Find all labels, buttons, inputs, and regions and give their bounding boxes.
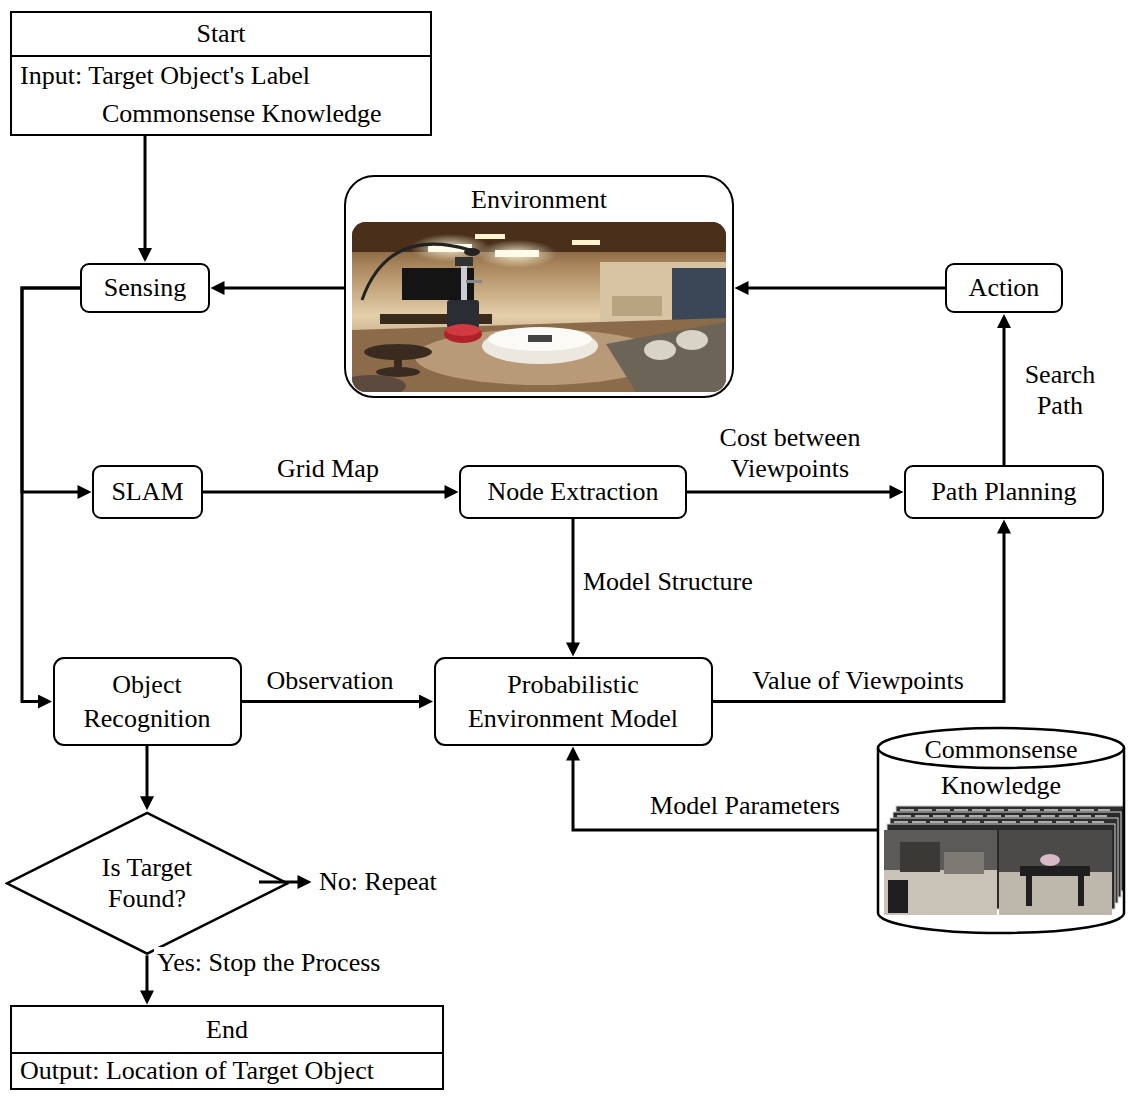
edge-label: Model Parameters xyxy=(647,790,843,821)
box-text: Output: Location of Target Object xyxy=(12,1054,442,1088)
edge-label: Cost between Viewpoints xyxy=(687,422,893,484)
connector-arrow xyxy=(144,136,147,259)
room-illustration xyxy=(475,234,505,239)
room-illustration xyxy=(600,262,726,328)
dataset-images xyxy=(1020,866,1090,876)
process-box: Node Extraction xyxy=(459,465,687,519)
edge-label: Value of Viewpoints xyxy=(749,665,967,696)
connector-arrow xyxy=(203,491,455,494)
room-illustration xyxy=(495,250,539,257)
box-text: Action xyxy=(969,271,1040,305)
dataset-images xyxy=(888,880,908,913)
dataset-images xyxy=(1040,854,1060,866)
dataset-images xyxy=(999,872,1112,915)
room-illustration xyxy=(606,322,726,392)
box-text: Environment xyxy=(471,183,607,217)
process-box: Probabilistic Environment Model xyxy=(434,657,713,746)
box-text: Path Planning xyxy=(931,475,1076,509)
room-illustration xyxy=(676,330,708,350)
box-text: SLAM xyxy=(111,475,183,509)
room-illustration xyxy=(376,367,420,377)
room-illustration xyxy=(447,300,479,328)
dataset-images xyxy=(944,852,984,874)
dataset-images xyxy=(884,870,997,915)
connector-arrow xyxy=(713,523,1005,702)
connector-arrow xyxy=(687,491,900,494)
connector-arrow xyxy=(214,286,344,289)
connector-arrow xyxy=(242,700,430,703)
dataset-images xyxy=(999,830,1112,915)
box-text: Input: Target Object's Label Commonsense… xyxy=(12,57,430,134)
process-box: Object Recognition xyxy=(53,657,242,746)
connector-arrow xyxy=(145,955,148,1001)
box-heading: End xyxy=(12,1007,442,1054)
box-text: Node Extraction xyxy=(487,475,658,509)
edge-label: Model Structure xyxy=(580,566,756,597)
dataset-images xyxy=(1026,876,1032,906)
connector-arrow xyxy=(146,746,149,807)
room-illustration xyxy=(362,244,470,300)
process-box: Sensing xyxy=(80,263,210,314)
room-illustration xyxy=(352,318,726,392)
connector-arrow xyxy=(22,288,88,492)
edge-label: Search Path xyxy=(1011,359,1109,421)
dataset-images xyxy=(894,821,1104,823)
box-text: Sensing xyxy=(104,271,186,305)
branch-label: No: Repeat xyxy=(316,866,440,897)
connector-arrow xyxy=(572,519,575,653)
room-illustration xyxy=(455,257,473,266)
box-heading: Start xyxy=(12,13,430,57)
room-illustration xyxy=(488,327,592,351)
terminal-box: EndOutput: Location of Target Object xyxy=(10,1005,444,1090)
process-box: Path Planning xyxy=(904,465,1104,519)
connector-arrow xyxy=(738,286,945,289)
room-illustration xyxy=(612,296,662,316)
room-illustration xyxy=(672,268,726,320)
terminal-box: StartInput: Target Object's Label Common… xyxy=(10,11,432,136)
decision-diamond: Is Target Found? xyxy=(5,811,289,956)
room-illustration xyxy=(477,240,557,268)
room-illustration xyxy=(528,335,552,342)
edge-label: Observation xyxy=(263,665,396,696)
database-cylinder: Commonsense Knowledge xyxy=(876,726,1126,935)
room-illustration xyxy=(466,280,482,283)
room-illustration xyxy=(446,324,480,336)
dataset-images xyxy=(884,806,1124,915)
connector-arrow xyxy=(22,288,80,702)
box-text: Commonsense Knowledge xyxy=(906,732,1096,804)
room-illustration xyxy=(464,248,480,256)
process-box: Action xyxy=(945,263,1063,314)
room-illustration xyxy=(644,340,676,360)
dataset-images xyxy=(900,809,1110,811)
room-illustration xyxy=(352,375,406,392)
connector-arrow xyxy=(1003,317,1006,465)
edge-label: Yes: Stop the Process xyxy=(154,947,383,978)
dataset-images xyxy=(900,842,940,872)
diamond-outline xyxy=(7,813,287,954)
room-illustration xyxy=(352,222,726,392)
dataset-images xyxy=(1078,876,1084,906)
box-text: Probabilistic Environment Model xyxy=(448,668,698,736)
room-illustration xyxy=(352,222,726,392)
room-illustration xyxy=(482,328,598,364)
box-text: Is Target Found? xyxy=(77,852,217,914)
connector-arrow xyxy=(573,750,877,830)
diamond-outline xyxy=(5,811,289,956)
process-box: SLAM xyxy=(92,465,203,519)
room-illustration xyxy=(572,240,600,245)
room-illustration xyxy=(444,325,482,343)
box-text: Object Recognition xyxy=(67,668,227,736)
dataset-images xyxy=(884,830,997,915)
environment-panel: Environment xyxy=(344,175,734,398)
edge-label: Grid Map xyxy=(274,453,382,484)
dataset-images xyxy=(897,815,1107,817)
